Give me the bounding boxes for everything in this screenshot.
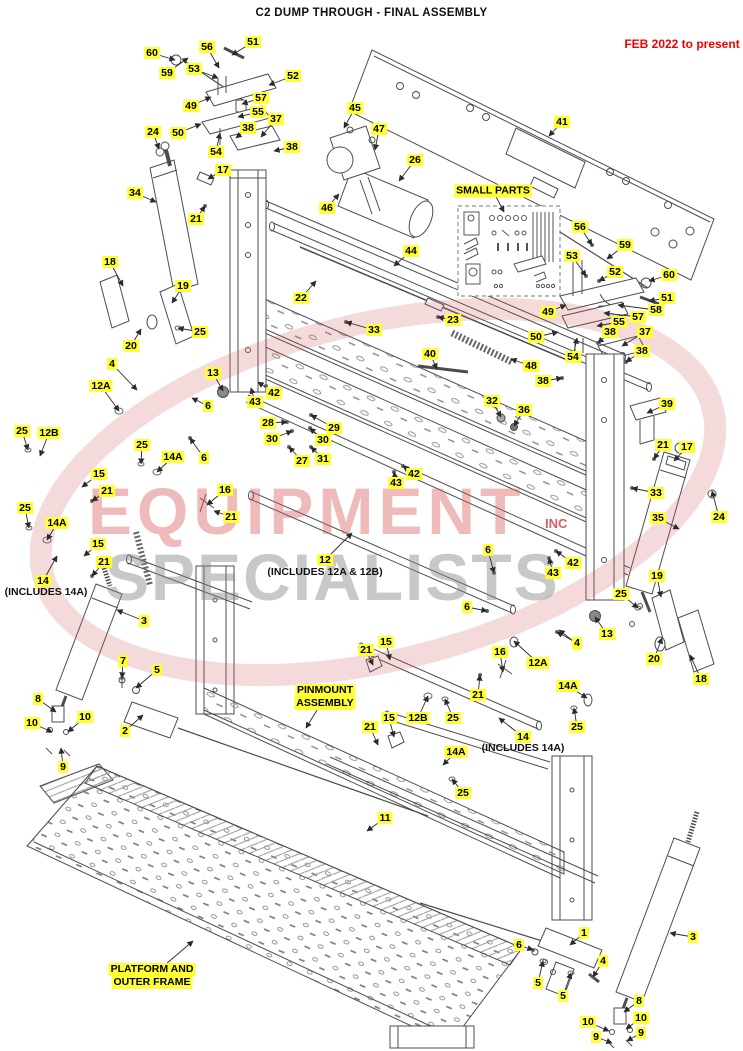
cylinder-3-left [55, 583, 123, 701]
cutout-41 [505, 127, 586, 189]
platform-art [26, 672, 603, 1049]
rod-40 [417, 364, 469, 374]
part-2 [123, 701, 179, 739]
leader-line [631, 486, 657, 494]
leader-line [499, 651, 506, 673]
hydraulic-power-unit [326, 125, 434, 239]
leader-line [653, 444, 664, 460]
leader-line [177, 123, 202, 134]
leader-line [190, 96, 212, 107]
leader-line [537, 960, 545, 984]
leader-line [595, 1036, 613, 1044]
leader-line [442, 751, 457, 766]
leader-line [207, 169, 224, 180]
leader-line [626, 1032, 642, 1042]
plug-13b [589, 610, 601, 622]
leader-line [567, 685, 588, 699]
leader-line [58, 747, 65, 768]
leader-line [669, 930, 694, 938]
leader-line [556, 631, 578, 644]
leader-line [189, 437, 205, 459]
part-1 [537, 927, 603, 969]
leader-line [305, 696, 326, 729]
leader-line [134, 192, 157, 203]
leader-line [369, 726, 379, 746]
leader-line [535, 330, 559, 338]
plug-13 [217, 386, 229, 398]
leader-line [310, 446, 324, 460]
leader-line [24, 507, 31, 529]
leader-line [597, 331, 611, 344]
leader-line [135, 669, 158, 689]
leader-line [267, 419, 288, 426]
leader-line [268, 75, 294, 86]
leader-line [476, 674, 483, 696]
leader-line [656, 575, 664, 598]
watermark-suffix: INC [545, 516, 568, 531]
watermark-line1: EQUIPMENT [88, 474, 525, 548]
leader-line [393, 250, 412, 267]
leader-line [271, 430, 293, 440]
leader-line [100, 385, 120, 412]
leader-line [366, 817, 386, 832]
leader-line [288, 446, 303, 462]
leader-line [598, 271, 616, 282]
watermark: EQUIPMENT INC SPECIALISTS [29, 297, 727, 687]
leader-line [513, 640, 539, 664]
leader-line [594, 616, 608, 635]
lift-cylinders [45, 141, 717, 1049]
leader-line [326, 193, 340, 209]
leader-line [398, 159, 416, 182]
leader-line [372, 128, 380, 151]
leader-line [195, 205, 206, 220]
leader-line [542, 375, 563, 382]
leader-line [67, 716, 86, 733]
leader-line [620, 593, 639, 609]
leader-line [451, 778, 464, 794]
leader-line [138, 444, 145, 465]
leader-line [130, 328, 142, 347]
leader-line [151, 52, 176, 62]
leader-line [21, 430, 30, 451]
leader-line [273, 146, 293, 153]
leader-line [191, 397, 209, 407]
leader-line [587, 1021, 610, 1032]
cylinder-34 [149, 159, 199, 293]
cylinder-3-right [615, 837, 701, 1003]
leader-line [571, 707, 578, 728]
leader-line [39, 432, 50, 457]
left-post [229, 169, 267, 393]
main-frame [217, 169, 667, 622]
leader-line [571, 255, 587, 277]
leader-line [648, 274, 670, 283]
leader-line [166, 57, 189, 74]
leader-line [310, 414, 335, 429]
bracket-39 [629, 397, 667, 421]
leader-line [625, 1017, 642, 1030]
leader-line [444, 698, 454, 719]
leader-line [193, 68, 219, 79]
left-bracket-cluster [155, 46, 281, 157]
leader-line [606, 244, 626, 260]
leader-line [111, 363, 138, 391]
leader-line [548, 121, 563, 137]
leader-line [309, 427, 324, 441]
leader-line [300, 280, 317, 299]
leader-line [206, 46, 220, 69]
small-parts-box [457, 205, 561, 297]
leader-line [156, 456, 174, 473]
mounting-plate [348, 49, 715, 281]
spring-48 [450, 329, 514, 366]
leader-line [152, 131, 161, 150]
leader-line [510, 357, 532, 367]
leader-line [648, 296, 668, 304]
leader-line [417, 695, 429, 719]
watermark-line2: SPECIALISTS [105, 540, 560, 614]
leader-line [231, 41, 254, 56]
leader-line [215, 132, 222, 153]
leader-line [151, 940, 194, 977]
